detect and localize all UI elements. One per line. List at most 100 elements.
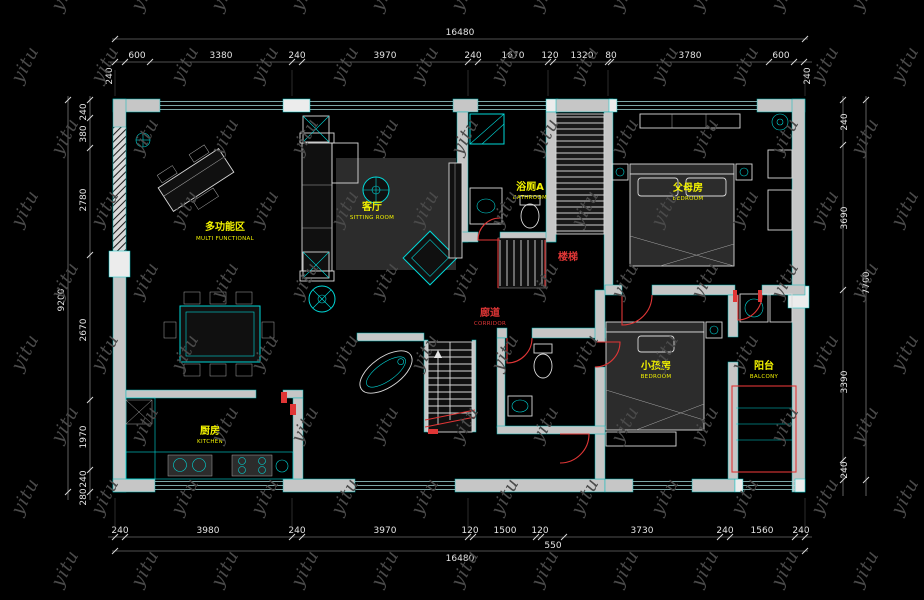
- living-room-furniture: [299, 115, 463, 286]
- dim-bottom-2: 240: [288, 526, 305, 536]
- dim-left-2: 2780: [79, 188, 89, 211]
- multi-desk: [156, 144, 235, 212]
- walls: [108, 98, 810, 493]
- dim-bottom-1: 3980: [197, 526, 220, 536]
- dim-top-1: 3380: [210, 51, 233, 61]
- dim-right-2: 3390: [840, 370, 850, 393]
- dim-left-1: 380: [79, 125, 89, 142]
- dim-top-3: 3970: [374, 51, 397, 61]
- dim-bottom-0: 240: [111, 526, 128, 536]
- label-multi-cn: 多功能区: [205, 220, 245, 233]
- dim-top-0: 600: [128, 51, 145, 61]
- balcony-fixtures: [731, 293, 797, 473]
- dim-top-4: 240: [464, 51, 481, 61]
- dim-bottom-8: 240: [716, 526, 733, 536]
- entry-door-arc: [559, 433, 590, 464]
- dim-bottom-10: 240: [792, 526, 809, 536]
- bath-a-door-arc: [477, 217, 501, 241]
- stove: [231, 454, 273, 477]
- washing-machine: [739, 293, 769, 323]
- dresser: [767, 149, 793, 179]
- label-kids-cn: 小孩房: [640, 359, 671, 372]
- dim-right-3: 240: [840, 461, 850, 478]
- stairs-upper: [497, 237, 547, 289]
- fridge: [125, 399, 153, 425]
- shower-stall: [469, 113, 505, 145]
- balcony-red-zone: [731, 385, 797, 473]
- label-kids-en: BEDROOM: [641, 374, 672, 380]
- dim-right-1: 3690: [840, 206, 850, 229]
- dim-bottom-7: 3730: [631, 526, 654, 536]
- doors-red: [281, 217, 763, 464]
- dim-top-left-edge: 240: [105, 67, 115, 84]
- kitchen-furniture: [125, 397, 294, 480]
- speaker-stand: [302, 115, 330, 143]
- label-parents-en: BEDROOM: [673, 196, 704, 202]
- dim-top-5: 1670: [502, 51, 525, 61]
- label-bath-a-en: BATHROOM: [513, 195, 547, 201]
- label-parents-cn: 父母房: [672, 181, 703, 194]
- dim-left-0: 240: [79, 103, 89, 120]
- parents-door-arc: [621, 294, 653, 326]
- dim-top-total: 16480: [446, 28, 475, 38]
- kids-desk: [605, 431, 677, 447]
- label-sitting-cn: 客厅: [361, 200, 382, 213]
- bathroom-sink: [469, 187, 503, 225]
- label-bath-a-cn: 浴厕A: [516, 180, 544, 193]
- label-balcony-cn: 阳台: [754, 359, 774, 372]
- speaker-stand-2: [302, 251, 330, 279]
- label-sitting-en: SITTING ROOM: [350, 215, 394, 221]
- round-table: [308, 285, 336, 313]
- dim-top-10: 600: [772, 51, 789, 61]
- dim-bottom-4: 120: [461, 526, 478, 536]
- dim-left-total: 9200: [57, 288, 67, 311]
- room-labels: 多功能区 MULTI FUNCTIONAL 客厅 SITTING ROOM 浴厕…: [196, 180, 779, 445]
- kids-door-arc: [594, 341, 621, 368]
- parents-bedroom-furniture: [555, 113, 793, 267]
- parents-bed: [629, 163, 735, 267]
- dim-top-right-edge: 240: [803, 67, 813, 84]
- kitchen-sliding-door: [281, 392, 287, 403]
- dim-bottom-extra: 550: [544, 541, 561, 551]
- label-stairs-cn: 楼梯: [558, 250, 578, 263]
- dim-top-9: 3780: [679, 51, 702, 61]
- dim-right-0: 240: [840, 113, 850, 130]
- label-multi-en: MULTI FUNCTIONAL: [196, 236, 255, 242]
- label-corridor-cn: 廊道: [480, 306, 500, 319]
- dim-top-6: 120: [541, 51, 558, 61]
- dim-bottom-9: 1560: [751, 526, 774, 536]
- windows: [155, 101, 795, 490]
- dim-top-7: 1320: [571, 51, 594, 61]
- dimension-layer: 16480 600 3380 240 3970 240 1670 120 132…: [57, 28, 872, 564]
- bath-b-door-arc: [506, 337, 533, 364]
- wardrobe: [555, 113, 605, 235]
- dim-left-6: 280: [79, 488, 89, 505]
- bathroom-a-fixtures: [469, 113, 541, 229]
- kitchen-sink: [167, 454, 213, 477]
- dim-bottom-5: 1500: [494, 526, 517, 536]
- dim-left-4: 1970: [79, 425, 89, 448]
- dim-bottom-6: 120: [531, 526, 548, 536]
- tv-cabinet: [448, 162, 463, 259]
- bathtub-oval: [359, 350, 413, 394]
- dim-left-3: 2670: [79, 318, 89, 341]
- dim-top-2: 240: [288, 51, 305, 61]
- label-corridor-en: CORRIDOR: [474, 321, 506, 327]
- dim-right-total: 7700: [862, 271, 872, 294]
- label-balcony-en: BALCONY: [750, 374, 779, 380]
- bathroom-b-fixtures: [507, 343, 553, 417]
- coffee-table: [402, 230, 458, 286]
- dim-top-8: 80: [605, 51, 617, 61]
- label-kitchen-cn: 厨房: [200, 424, 220, 437]
- dim-bottom-3: 3970: [374, 526, 397, 536]
- plant-icon: [135, 132, 151, 148]
- tv-console: [639, 113, 741, 129]
- toilet: [519, 195, 541, 229]
- dim-left-5: 240: [79, 470, 89, 487]
- kids-bedroom-furniture: [605, 321, 723, 447]
- stairs-lower: [424, 341, 476, 434]
- label-kitchen-en: KITCHEN: [197, 439, 223, 445]
- dining-set: [163, 291, 275, 377]
